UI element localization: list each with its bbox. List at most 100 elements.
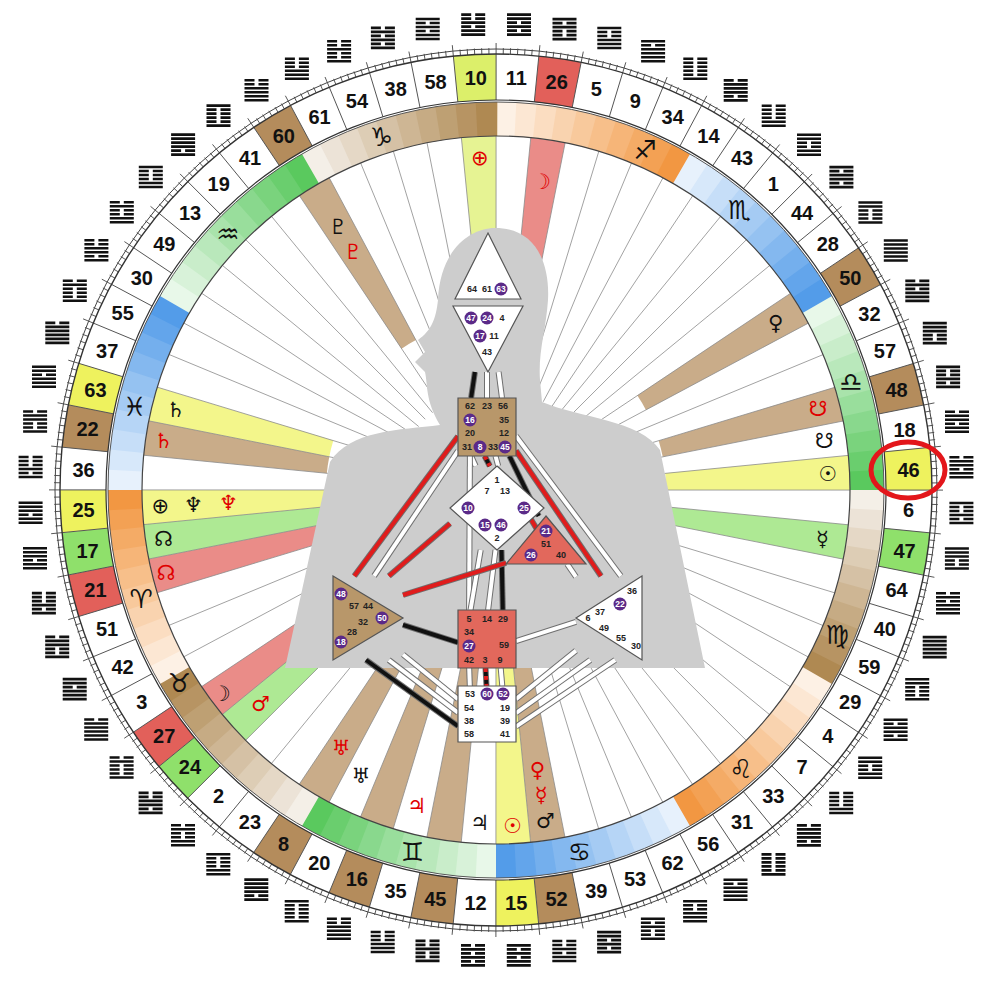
gate-number: 62 [661, 853, 683, 873]
planet-symbol: ♇ [329, 216, 348, 237]
channel-line [467, 668, 472, 686]
channel-casing [389, 524, 450, 577]
zodiac-sign: ♈ [130, 586, 153, 612]
gate-cell [453, 54, 496, 102]
planet-symbol: ♅ [351, 765, 370, 786]
gate-number: 48 [335, 588, 348, 601]
channel-line [516, 622, 576, 641]
gate-number: 56 [498, 402, 508, 411]
planet-symbol: ♃ [407, 796, 426, 817]
gate-number: 28 [817, 234, 839, 254]
planet-symbol: ♆ [219, 493, 238, 514]
center-outline [576, 576, 642, 660]
activation-wedge [142, 490, 327, 525]
gate-number: 3 [136, 692, 147, 712]
gate-number: 53 [624, 869, 646, 889]
ring-circle [142, 136, 850, 844]
gate-number: 50 [839, 268, 861, 288]
gate-number: 33 [762, 786, 784, 806]
channel-line [502, 550, 503, 610]
channel [567, 564, 576, 577]
zodiac-band [496, 102, 518, 137]
gate-number: 36 [627, 587, 637, 596]
gate-number: 50 [376, 612, 389, 625]
zodiac-band [455, 102, 478, 137]
planet-symbol: ♂ [251, 693, 270, 714]
planet-symbol: ♅ [332, 738, 351, 759]
energy-center: 47244171143 [453, 306, 523, 372]
gate-number: 58 [424, 72, 446, 92]
gate-number: 9 [497, 656, 502, 665]
activation-wedge [299, 178, 416, 349]
channel-casing [471, 372, 475, 398]
zodiac-sign: ♉ [168, 670, 191, 696]
gate-number: 57 [349, 602, 359, 611]
gate-number: 11 [489, 332, 499, 341]
zodiac-band [476, 102, 498, 136]
gate-number: 37 [96, 341, 118, 361]
gate-number: 26 [546, 72, 568, 92]
ring-circle [108, 102, 884, 878]
center-outline [458, 686, 516, 742]
gate-number: 60 [481, 688, 494, 701]
channel-line [354, 436, 458, 576]
planet-symbol: ☽ [212, 683, 231, 704]
channel [469, 456, 471, 610]
channel-line [471, 550, 481, 610]
gate-number: 4 [499, 314, 504, 323]
gate-number: 5 [466, 615, 471, 624]
gate-number: 43 [482, 348, 492, 357]
channel-line [567, 564, 576, 577]
gate-number: 40 [556, 551, 566, 560]
channel-casing [567, 564, 576, 577]
gate-number: 7 [796, 757, 807, 777]
gate-number: 31 [731, 812, 753, 832]
activation-wedge [665, 455, 850, 490]
channel [374, 451, 458, 576]
ring-circle [55, 49, 937, 931]
gate-number: 4 [822, 726, 833, 746]
gate-number: 62 [465, 402, 475, 411]
channel-casing [403, 625, 458, 643]
gate-number: 44 [363, 602, 373, 611]
wheel-rings [19, 15, 974, 966]
zodiac-band [108, 468, 143, 490]
channel [485, 456, 490, 466]
gate-number: 45 [499, 441, 512, 454]
center-outline [458, 398, 516, 456]
channel-casing [501, 668, 503, 686]
channel-casing [502, 550, 503, 610]
zodiac-sign: ♒ [216, 221, 239, 247]
zodiac-band [513, 842, 536, 877]
gate-number: 11 [506, 68, 527, 88]
planet-symbol: ♇ [344, 241, 363, 262]
gate-number: 14 [697, 126, 719, 146]
gate-number: 44 [791, 203, 813, 223]
channel [499, 372, 502, 398]
zodiac-sign: ♊ [401, 839, 424, 865]
activation-wedge [149, 387, 334, 457]
gate-number: 23 [482, 402, 492, 411]
gate-number: 61 [308, 107, 330, 127]
zodiac-sign: ♏ [728, 197, 751, 223]
channel-casing [499, 372, 502, 398]
channel [496, 456, 499, 466]
highlight-ring [871, 442, 945, 498]
gate-number: 64 [885, 580, 907, 600]
gate-number: 19 [500, 704, 510, 713]
zodiac-band [849, 490, 884, 512]
gate-number: 34 [662, 107, 684, 127]
planet-symbol: ⊕ [471, 148, 489, 169]
energy-center: 536052541938395841 [458, 686, 516, 742]
gate-number: 17 [76, 541, 98, 561]
gate-number: 13 [500, 487, 510, 496]
channel [471, 550, 481, 610]
channel-casing [374, 451, 458, 576]
channel [469, 668, 471, 686]
gate-number: 25 [72, 500, 94, 520]
channel-casing [496, 456, 499, 466]
gate-number: 41 [500, 730, 510, 739]
channel-casing [466, 668, 473, 686]
activation-wedge [659, 387, 844, 457]
planet-symbol: ♂ [536, 811, 555, 832]
